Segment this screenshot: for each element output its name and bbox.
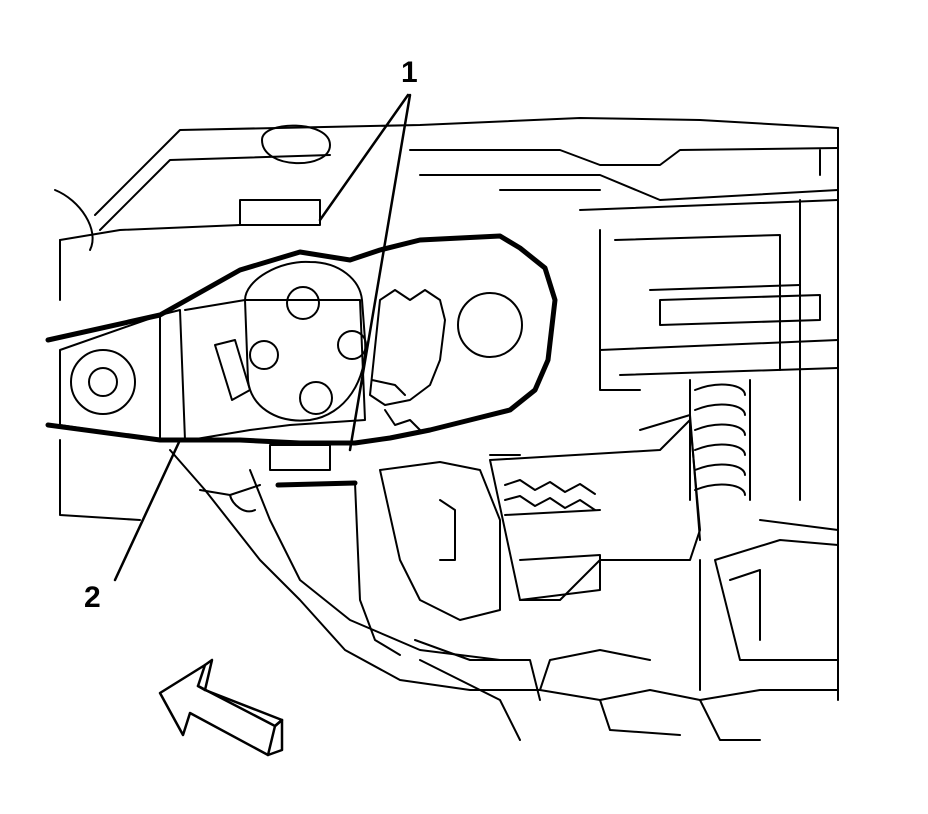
gear-sector: [369, 289, 523, 431]
cable-strap: [45, 233, 558, 488]
upper-housing: [54, 117, 839, 521]
spring-assembly: [489, 414, 701, 601]
cam-plate: [244, 260, 367, 422]
leader-line-1a: [318, 93, 410, 222]
leader-line-1b: [348, 93, 412, 452]
coil-spring: [689, 379, 751, 501]
direction-arrow-icon: [158, 658, 284, 757]
lower-housing: [169, 444, 839, 741]
callout-label-2: 2: [84, 581, 101, 614]
right-frame: [579, 127, 839, 701]
leader-line-2: [113, 438, 182, 582]
callout-label-1: 1: [401, 56, 418, 89]
leader-lines: [113, 93, 412, 582]
connector-block: [699, 519, 839, 691]
